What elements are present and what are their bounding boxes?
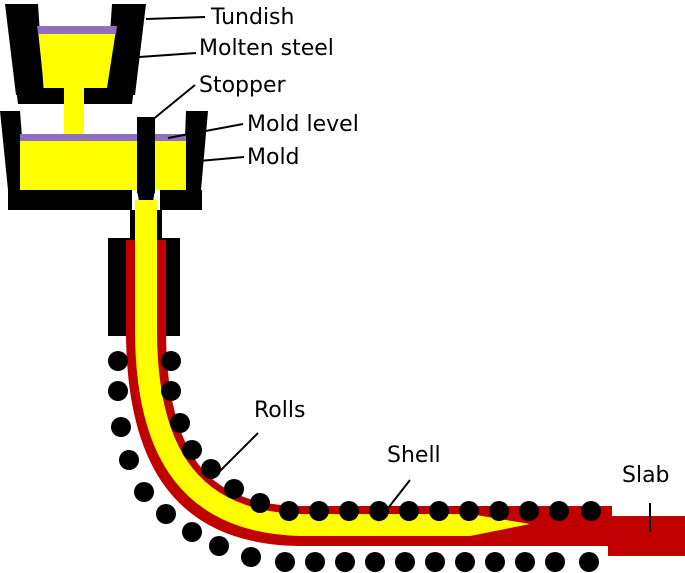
stopper-label: Stopper <box>199 73 287 98</box>
mold <box>0 111 208 218</box>
slab <box>608 516 685 556</box>
roll <box>209 536 229 556</box>
strand <box>126 200 685 556</box>
roll <box>429 501 449 521</box>
roll <box>369 501 389 521</box>
rolls-leader <box>217 432 259 474</box>
tundish-molten-steel <box>38 30 116 104</box>
molten-steel-label: Molten steel <box>199 36 334 61</box>
roll <box>111 417 131 437</box>
roll <box>549 501 569 521</box>
roll <box>455 552 475 572</box>
stopper-leader <box>145 84 196 126</box>
mold-level-slag-left <box>20 134 137 141</box>
mold-right-wall <box>183 111 208 190</box>
molten-steel-leader <box>111 52 197 60</box>
roll <box>489 501 509 521</box>
roll <box>279 501 299 521</box>
roll <box>275 552 295 572</box>
core-tip <box>470 514 530 536</box>
slab-label: Slab <box>622 463 670 488</box>
mold-bottom-left <box>8 190 132 210</box>
rolls <box>108 351 601 572</box>
shell-leader <box>377 479 411 522</box>
tundish-label: Tundish <box>210 5 294 30</box>
roll <box>399 501 419 521</box>
mold-left-wall <box>0 111 26 190</box>
roll <box>134 482 154 502</box>
roll <box>519 501 539 521</box>
roll <box>579 552 599 572</box>
roll <box>581 501 601 521</box>
leader-lines <box>111 16 651 532</box>
tundish-nozzle-stream <box>64 103 84 139</box>
roll <box>224 479 244 499</box>
rolls-label: Rolls <box>254 398 305 423</box>
roll <box>250 493 270 513</box>
roll <box>161 381 181 401</box>
mold-level-leader <box>167 123 244 139</box>
strand-shell <box>126 240 612 546</box>
mold-level-label: Mold level <box>247 112 359 137</box>
roll <box>339 501 359 521</box>
nozzle-left-block <box>108 238 130 336</box>
mold-molten-steel <box>20 139 186 190</box>
roll <box>459 501 479 521</box>
mold-leader <box>198 156 245 162</box>
roll <box>305 552 325 572</box>
roll <box>335 552 355 572</box>
roll <box>156 504 176 524</box>
tundish-bottom-left <box>16 88 64 104</box>
roll <box>182 522 202 542</box>
tundish-left-wall <box>5 4 44 95</box>
roll <box>170 413 190 433</box>
roll <box>515 552 535 572</box>
roll <box>395 552 415 572</box>
nozzle-bore-top <box>140 210 152 262</box>
roll <box>485 552 505 572</box>
roll <box>108 381 128 401</box>
roll <box>309 501 329 521</box>
shell-label: Shell <box>387 443 441 468</box>
strand-core <box>135 200 470 536</box>
mold-label: Mold <box>247 145 300 170</box>
roll <box>108 351 128 371</box>
tundish-bottom-right <box>84 88 134 104</box>
roll <box>161 351 181 371</box>
roll <box>365 552 385 572</box>
roll <box>241 547 261 567</box>
roll <box>425 552 445 572</box>
tundish-slag-layer <box>37 26 117 34</box>
roll <box>545 552 565 572</box>
tundish-leader <box>145 16 206 20</box>
roll <box>201 459 221 479</box>
mold-bottom-right <box>160 190 202 210</box>
roll <box>182 440 202 460</box>
labels: Tundish Molten steel Stopper Mold level … <box>199 5 670 488</box>
stopper-rod <box>137 117 155 193</box>
roll <box>119 450 139 470</box>
tundish <box>5 4 146 104</box>
